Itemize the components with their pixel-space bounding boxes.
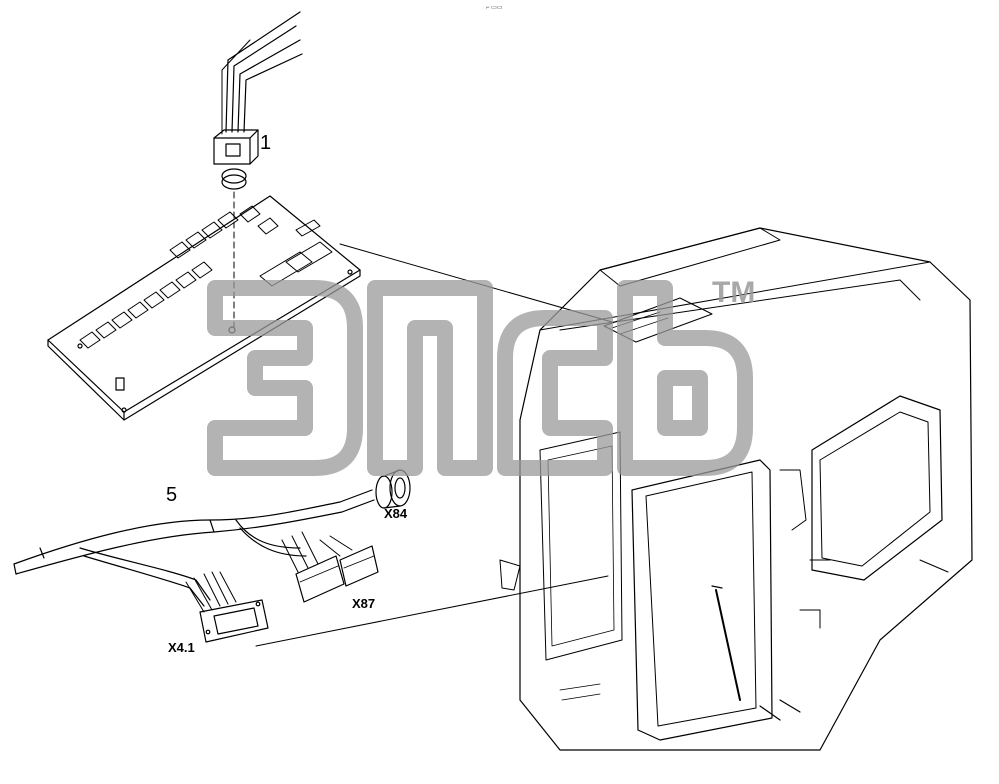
label-connector-x84: X84 <box>384 506 408 521</box>
switch-with-wires <box>213 11 303 331</box>
callout-part-1: 1 <box>260 132 272 154</box>
label-connector-x41: X4.1 <box>168 640 195 655</box>
header-mark: ⌐ ▭▭ <box>486 5 503 11</box>
callout-part-5: 5 <box>166 484 178 506</box>
wiring-harness <box>13 469 411 643</box>
trademark-mark: TM <box>712 276 756 309</box>
switch-panel <box>47 195 361 421</box>
label-connector-x87: X87 <box>352 596 376 611</box>
